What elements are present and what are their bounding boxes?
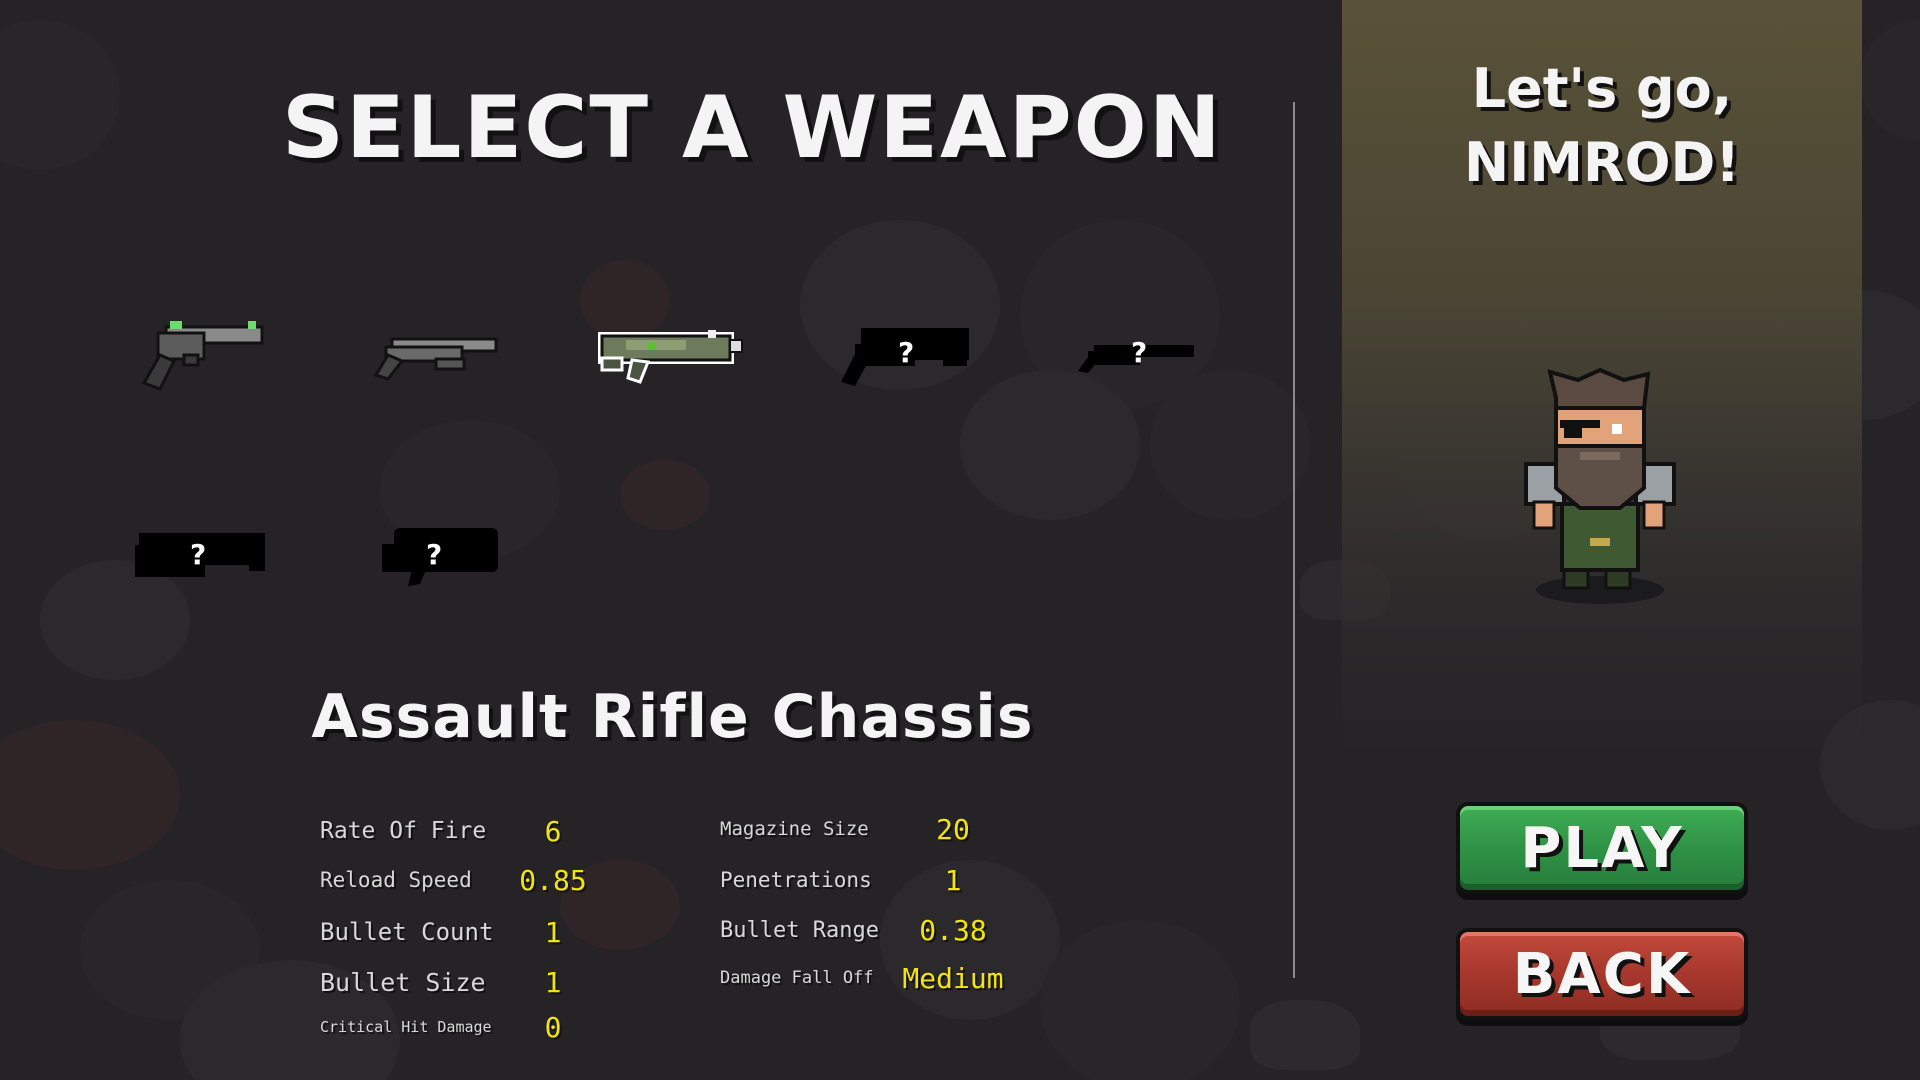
character-greeting: Let's go, NIMROD! bbox=[1342, 52, 1862, 200]
back-button[interactable]: BACK bbox=[1456, 928, 1748, 1020]
play-button[interactable]: PLAY bbox=[1456, 802, 1748, 894]
weapon-slot-assault-rifle[interactable] bbox=[586, 300, 756, 410]
stat-damage-fall-off: Damage Fall Off Medium bbox=[720, 962, 1004, 995]
weapon-slot-locked-4[interactable]: ? bbox=[352, 500, 522, 610]
stat-label: Damage Fall Off bbox=[720, 968, 874, 988]
stat-bullet-count: Bullet Count 1 bbox=[320, 916, 561, 949]
stat-label: Bullet Count bbox=[320, 918, 494, 946]
stat-bullet-size: Bullet Size 1 bbox=[320, 966, 561, 999]
weapon-slot-locked-3[interactable]: ? bbox=[116, 500, 286, 610]
assault-rifle-icon bbox=[596, 322, 746, 388]
locked-weapon-icon bbox=[372, 522, 502, 588]
stat-reload-speed: Reload Speed 0.85 bbox=[320, 864, 587, 897]
weapon-slot-locked-1[interactable]: ? bbox=[820, 300, 990, 410]
stat-bullet-range: Bullet Range 0.38 bbox=[720, 914, 987, 947]
shotgun-icon bbox=[372, 325, 502, 385]
weapon-slot-revolver[interactable] bbox=[116, 300, 286, 410]
stat-value: 20 bbox=[936, 812, 970, 846]
panel-divider bbox=[1293, 102, 1295, 978]
stat-label: Rate Of Fire bbox=[320, 818, 487, 844]
selected-weapon-name: Assault Rifle Chassis bbox=[311, 682, 1034, 752]
stat-label: Bullet Range bbox=[720, 918, 879, 943]
stat-label: Penetrations bbox=[720, 868, 872, 892]
stat-value: 0.85 bbox=[519, 863, 587, 897]
stat-label: Critical Hit Damage bbox=[320, 1018, 492, 1036]
weapon-slot-shotgun[interactable] bbox=[352, 300, 522, 410]
stat-value: 6 bbox=[544, 814, 562, 848]
locked-weapon-icon bbox=[1074, 335, 1204, 375]
stat-value: 1 bbox=[544, 966, 562, 999]
locked-weapon-icon bbox=[131, 525, 271, 585]
character-sprite bbox=[1520, 367, 1680, 612]
stat-value: Medium bbox=[902, 961, 1004, 995]
stat-label: Bullet Size bbox=[320, 968, 486, 997]
stat-critical-hit-damage: Critical Hit Damage 0 bbox=[320, 1011, 561, 1044]
stat-value: 1 bbox=[544, 915, 562, 949]
page-title: SELECT A WEAPON bbox=[282, 78, 1223, 178]
greeting-line-2: NIMROD! bbox=[1464, 131, 1740, 194]
locked-weapon-icon bbox=[835, 320, 975, 390]
stat-label: Reload Speed bbox=[320, 868, 472, 892]
weapon-slot-locked-2[interactable]: ? bbox=[1054, 300, 1224, 410]
greeting-line-1: Let's go, bbox=[1471, 57, 1733, 120]
stat-value: 0.38 bbox=[919, 914, 987, 947]
revolver-icon bbox=[136, 315, 266, 395]
stat-value: 1 bbox=[944, 863, 962, 897]
stat-magazine-size: Magazine Size 20 bbox=[720, 813, 970, 846]
stat-rate-of-fire: Rate Of Fire 6 bbox=[320, 815, 561, 848]
stat-value: 0 bbox=[544, 1010, 562, 1044]
stat-label: Magazine Size bbox=[720, 818, 869, 840]
stat-penetrations: Penetrations 1 bbox=[720, 864, 961, 897]
